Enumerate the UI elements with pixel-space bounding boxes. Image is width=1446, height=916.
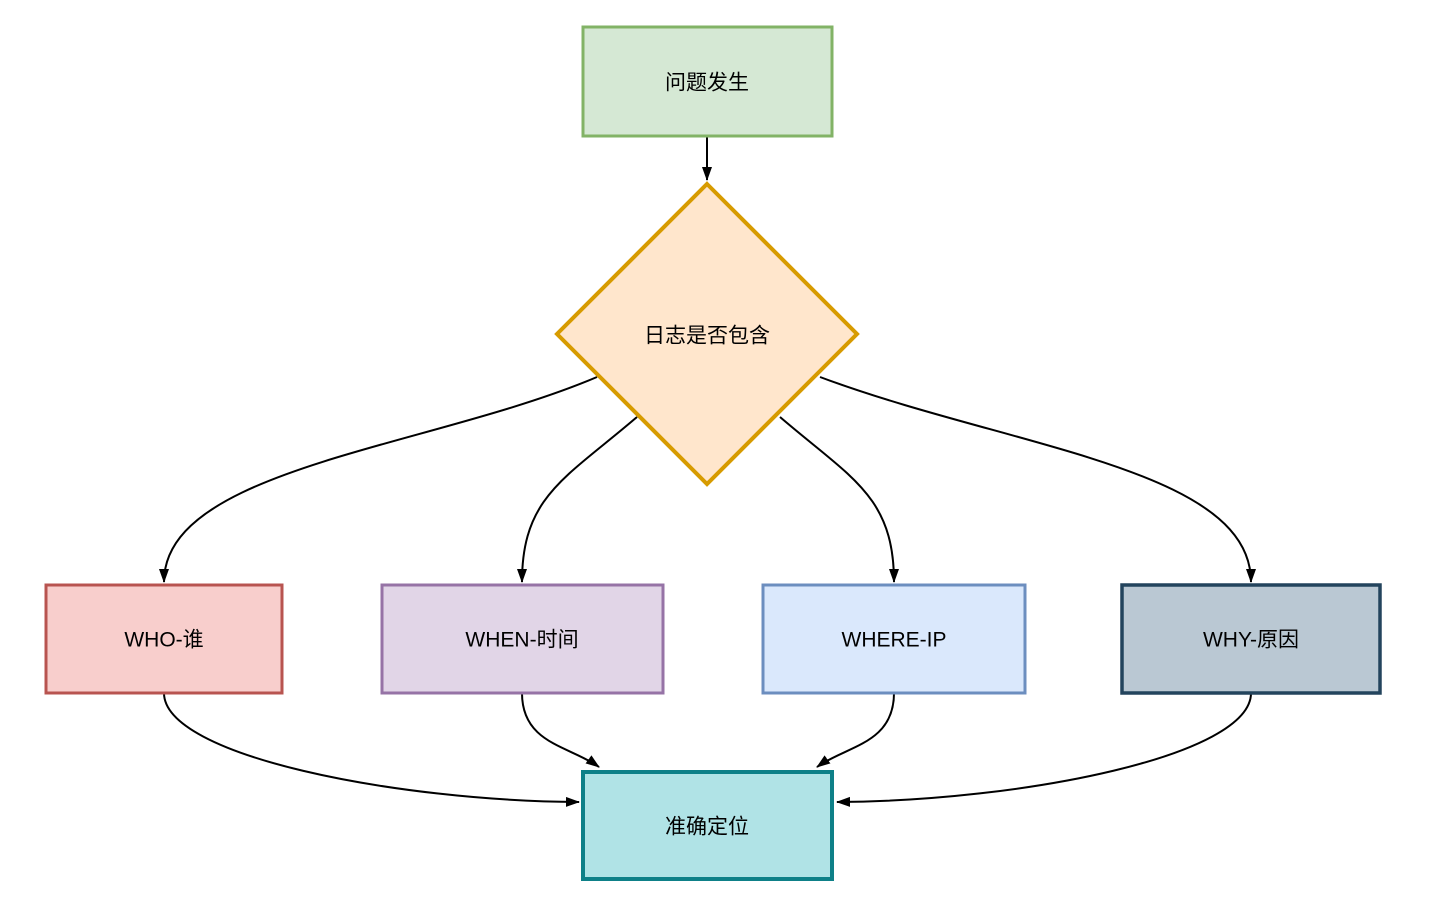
- node-who: WHO-谁: [44, 583, 284, 695]
- edge-decision-to-where: [779, 416, 899, 583]
- edge-decision-to-who: [159, 376, 598, 583]
- edge-when-to-locate: [521, 692, 600, 768]
- node-why-label: WHY-原因: [1203, 628, 1299, 651]
- node-why-shape: [1120, 583, 1382, 695]
- node-who-label: WHO-谁: [124, 628, 203, 651]
- node-problem-label: 问题发生: [665, 71, 749, 94]
- node-problem-shape: [581, 25, 834, 138]
- node-locate-shape: [581, 770, 834, 881]
- node-when: WHEN-时间: [380, 583, 665, 695]
- edge-who-to-locate: [163, 692, 580, 807]
- node-decision-label: 日志是否包含: [644, 324, 770, 347]
- edge-where-to-locate: [816, 692, 895, 768]
- node-where-shape: [761, 583, 1027, 695]
- edge-decision-to-why: [819, 376, 1256, 583]
- node-decision: 日志是否包含: [554, 181, 860, 487]
- node-problem: 问题发生: [581, 25, 834, 138]
- node-locate-label: 准确定位: [665, 815, 749, 838]
- node-when-label: WHEN-时间: [465, 628, 578, 651]
- node-why: WHY-原因: [1120, 583, 1382, 695]
- node-where: WHERE-IP: [761, 583, 1027, 695]
- node-who-shape: [44, 583, 284, 695]
- node-locate: 准确定位: [581, 770, 834, 881]
- node-where-label: WHERE-IP: [842, 628, 947, 651]
- edge-layer: [159, 136, 1256, 807]
- node-when-shape: [380, 583, 665, 695]
- node-decision-shape: [554, 181, 860, 487]
- edge-decision-to-when: [517, 416, 638, 583]
- edge-why-to-locate: [836, 692, 1252, 807]
